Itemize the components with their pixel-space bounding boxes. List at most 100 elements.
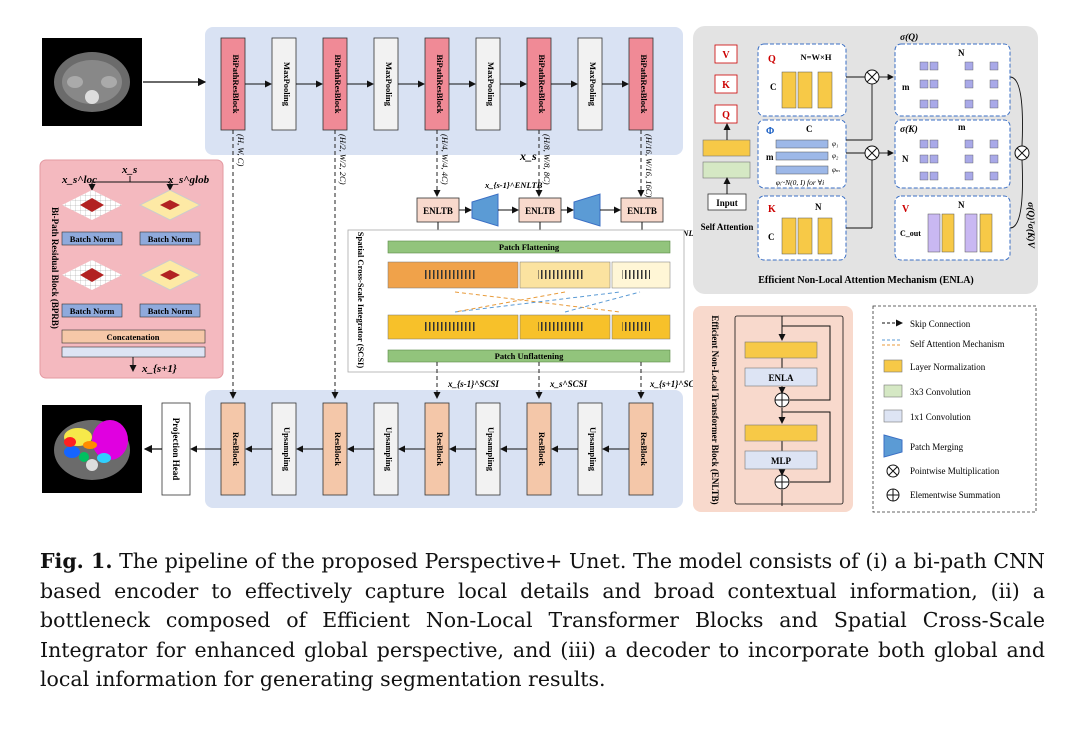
bprb-batch-norm-1: Batch Norm (70, 234, 115, 244)
enla-m-2: m (902, 82, 910, 92)
bprb-title: Bi-Path Residual Block (BPRB) (50, 207, 60, 329)
legend-patch-merging-icon (883, 434, 903, 458)
decoder-resblock: ResBlock (537, 432, 547, 466)
enltb-block: ENLTB (525, 206, 555, 216)
legend-layernorm-icon (883, 359, 903, 373)
enltb-enla: ENLA (768, 373, 794, 383)
encoder-maxpooling: MaxPooling (282, 62, 292, 107)
scsi-output-label: x_s^SCSI (549, 379, 588, 389)
enltb-mlp: MLP (771, 456, 791, 466)
encoder-bipathresblock: BiPathResBlock (435, 54, 445, 113)
encoder-bipathresblock: BiPathResBlock (333, 54, 343, 113)
scsi-title: Spatial Cross-Scale Integrator (SCSI) (356, 232, 366, 369)
enla-vkq-column: V K Q Input Self Attention (701, 44, 754, 232)
bprb-batch-norm-4: Batch Norm (148, 306, 193, 316)
legend-patch-merging: Patch Merging (910, 442, 964, 452)
enltb-block: ENLTB (423, 206, 453, 216)
segmentation-output-image (42, 405, 142, 493)
legend-panel (872, 305, 1037, 513)
enla-c-2: C (806, 124, 813, 134)
bprb-batch-norm-3: Batch Norm (70, 306, 115, 316)
decoder-resblock: ResBlock (639, 432, 649, 466)
enla-phi-dist: φᵢ~N(0, I) for ∀i (776, 178, 825, 187)
enla-n-4: N (958, 200, 965, 210)
scsi-attention-lines (454, 291, 641, 313)
bprb-local-grid-1 (62, 190, 122, 220)
enla-c-out: C_out (900, 229, 921, 238)
bprb-concatenation: Concatenation (107, 332, 160, 342)
bprb-output: x_{s+1} (141, 363, 177, 375)
encoder-bipathresblock: BiPathResBlock (639, 54, 649, 113)
bprb-batch-norm-2: Batch Norm (148, 234, 193, 244)
enla-n-eq: N=W×H (801, 52, 832, 62)
legend-conv1x1: 1x1 Convolution (910, 412, 971, 422)
enltb-block: ENLTB (627, 206, 657, 216)
patch-merging-icon-1 (471, 193, 499, 227)
enla-m-1: m (766, 152, 774, 162)
enla-q-cubes (781, 71, 833, 109)
enla-n-1: N (815, 202, 822, 212)
enla-k-cubes (781, 217, 833, 255)
legend-self-attention: Self Attention Mechanism (910, 339, 1005, 349)
encoder-maxpooling: MaxPooling (588, 62, 598, 107)
pipeline-diagram: BiPathResBlock MaxPooling BiPathResBlock Ma… (39, 26, 1038, 513)
legend-layernorm: Layer Normalization (910, 362, 986, 372)
enltb-sum-2 (774, 474, 790, 490)
enla-k: K (722, 80, 730, 91)
enla-sigma-k-box (894, 119, 1011, 189)
enla-sigma-q-grid (919, 61, 999, 109)
enla-v-cubes (927, 213, 993, 253)
legend-multiply-icon (886, 464, 900, 478)
patch-merging-icon-2 (573, 193, 601, 227)
enla-phi-1: φ₁ (832, 140, 838, 148)
enla-q-label: Q (768, 54, 776, 65)
encoder-dim-label: (H/8, W/8, 8C) (542, 134, 552, 185)
encoder-xs-label: x_s (519, 149, 537, 163)
decoder-upsampling: Upsampling (486, 427, 496, 472)
legend-conv3x3-icon (883, 384, 903, 398)
enla-phi-2: φ₂ (832, 152, 839, 160)
legend-sum: Elementwise Summation (910, 490, 1001, 500)
decoder-upsampling: Upsampling (588, 427, 598, 472)
decoder-resblock: ResBlock (435, 432, 445, 466)
enla-c-3: C (768, 232, 775, 242)
enla-n-3: N (902, 154, 909, 164)
enla-c-1: C (770, 82, 777, 92)
bprb-global-grid-2 (138, 259, 202, 291)
enla-title: Efficient Non-Local Attention Mechanism … (758, 275, 974, 286)
encoder-dim-label: (H/4, W/4, 4C) (440, 134, 450, 185)
enla-k-label: K (768, 204, 776, 215)
legend-self-attention-icon (882, 339, 902, 346)
patch-flattening: Patch Flattening (499, 242, 560, 252)
caption-text: The pipeline of the proposed Perspective… (40, 549, 1045, 691)
decoder-resblock: ResBlock (231, 432, 241, 466)
bprb-panel (39, 159, 224, 379)
scsi-output-label: x_{s+1}^SCSI (649, 379, 704, 389)
patch-unflattening: Patch Unflattening (495, 351, 564, 361)
figure-caption: Fig. 1. The pipeline of the proposed Per… (40, 547, 1045, 695)
enla-phi-slabs (775, 139, 829, 175)
skip-connections (229, 130, 645, 399)
enla-phi: Φ (766, 126, 774, 137)
encoder-dim-label: (H/16, W/16, 16C) (644, 134, 654, 197)
bprb-global-grid-1 (138, 189, 202, 221)
bprb-xs: x_s (121, 164, 137, 176)
enla-sigma-q: σ(Q) (900, 32, 918, 43)
enltb-sum-1 (774, 392, 790, 408)
decoder-upsampling: Upsampling (282, 427, 292, 472)
enla-sigma-k: σ(K) (900, 124, 918, 135)
enla-self-attention: Self Attention (701, 222, 754, 232)
decoder-upsampling: Upsampling (384, 427, 394, 472)
legend-conv1x1-icon (883, 409, 903, 423)
legend-skip: Skip Connection (910, 319, 971, 329)
legend-sum-icon (886, 488, 900, 502)
enltb-panel-title: Efficient Non-Local Transformer Block (E… (710, 315, 720, 504)
enla-formula: σ(Q)ᵀσ(K)V (1025, 202, 1036, 249)
scsi-output-label: x_{s-1}^SCSI (447, 379, 499, 389)
scsi-token-row-2 (387, 314, 671, 340)
projection-head: Projection Head (171, 418, 181, 481)
enla-input: Input (716, 198, 738, 208)
encoder-dim-label: (H/2, W/2, 2C) (338, 134, 348, 185)
enla-v: V (722, 50, 730, 61)
bprb-xs-glob: x_s^glob (167, 174, 210, 186)
